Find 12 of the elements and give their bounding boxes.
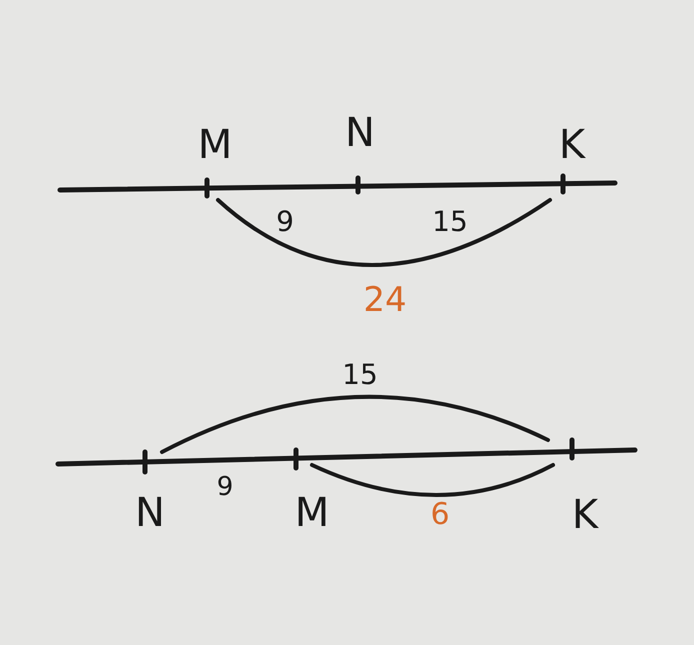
point-label: K bbox=[558, 125, 586, 165]
length-label: 15 bbox=[432, 208, 468, 236]
length-label: 6 bbox=[430, 500, 450, 530]
point-label: N bbox=[135, 493, 165, 533]
point-label: K bbox=[572, 495, 598, 535]
length-label: 24 bbox=[363, 283, 407, 317]
point-label: M bbox=[198, 125, 232, 165]
point-label: M bbox=[294, 493, 330, 533]
length-label: 9 bbox=[216, 474, 234, 500]
length-label: 9 bbox=[276, 208, 294, 236]
length-label: 15 bbox=[342, 361, 378, 389]
point-label: N bbox=[345, 113, 375, 153]
